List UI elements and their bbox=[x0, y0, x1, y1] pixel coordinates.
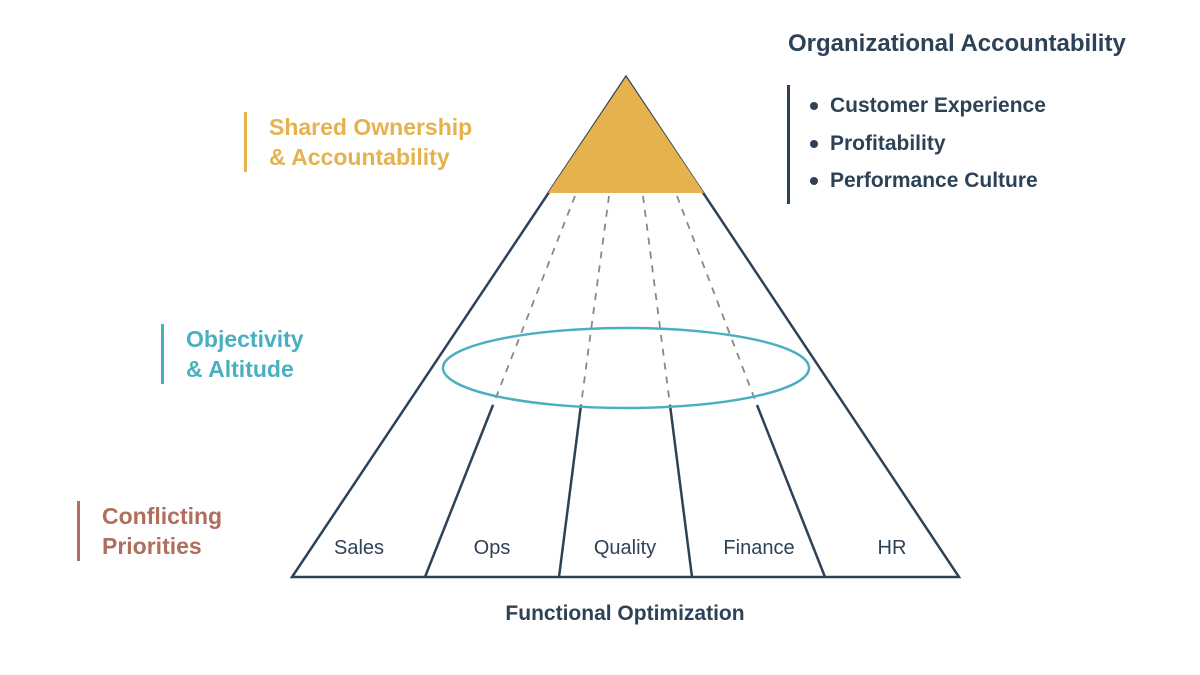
divider-solid-4 bbox=[755, 404, 827, 578]
pyramid-outline bbox=[289, 74, 962, 579]
divider-dashed-3 bbox=[642, 195, 671, 406]
objectivity-line2: & Altitude bbox=[186, 356, 294, 382]
list-item-profitability: Profitability bbox=[810, 125, 1046, 163]
divider-dashed-1 bbox=[492, 195, 576, 406]
divider-dashed-2 bbox=[580, 195, 610, 406]
functional-optimization-caption: Functional Optimization bbox=[505, 602, 745, 625]
function-label-ops: Ops bbox=[474, 537, 511, 559]
divider-dashed-4 bbox=[676, 195, 758, 406]
list-item-customer-experience: Customer Experience bbox=[810, 87, 1046, 125]
objectivity-line1: Objectivity bbox=[186, 326, 304, 352]
shared-ownership-line1: Shared Ownership bbox=[269, 114, 473, 140]
shared-ownership-line2: & Accountability bbox=[269, 144, 450, 170]
function-label-quality: Quality bbox=[594, 537, 656, 559]
divider-solid-2 bbox=[557, 404, 583, 578]
conflicting-line2: Priorities bbox=[102, 533, 202, 559]
divider-solid-3 bbox=[668, 404, 694, 578]
shared-ownership-label: Shared Ownership & Accountability bbox=[244, 112, 472, 172]
function-label-hr: HR bbox=[878, 537, 907, 559]
conflicting-line1: Conflicting bbox=[102, 503, 223, 529]
objectivity-label: Objectivity & Altitude bbox=[161, 324, 304, 384]
organizational-accountability-list: Customer Experience Profitability Perfor… bbox=[787, 85, 1046, 204]
list-item-performance-culture: Performance Culture bbox=[810, 162, 1046, 200]
function-label-sales: Sales bbox=[334, 537, 384, 559]
objectivity-lens bbox=[441, 326, 811, 410]
function-label-finance: Finance bbox=[723, 537, 794, 559]
conflicting-priorities-label: Conflicting Priorities bbox=[77, 501, 222, 561]
divider-solid-1 bbox=[423, 404, 495, 578]
organizational-accountability-title: Organizational Accountability bbox=[788, 30, 1126, 57]
pyramid-apex bbox=[548, 77, 704, 193]
